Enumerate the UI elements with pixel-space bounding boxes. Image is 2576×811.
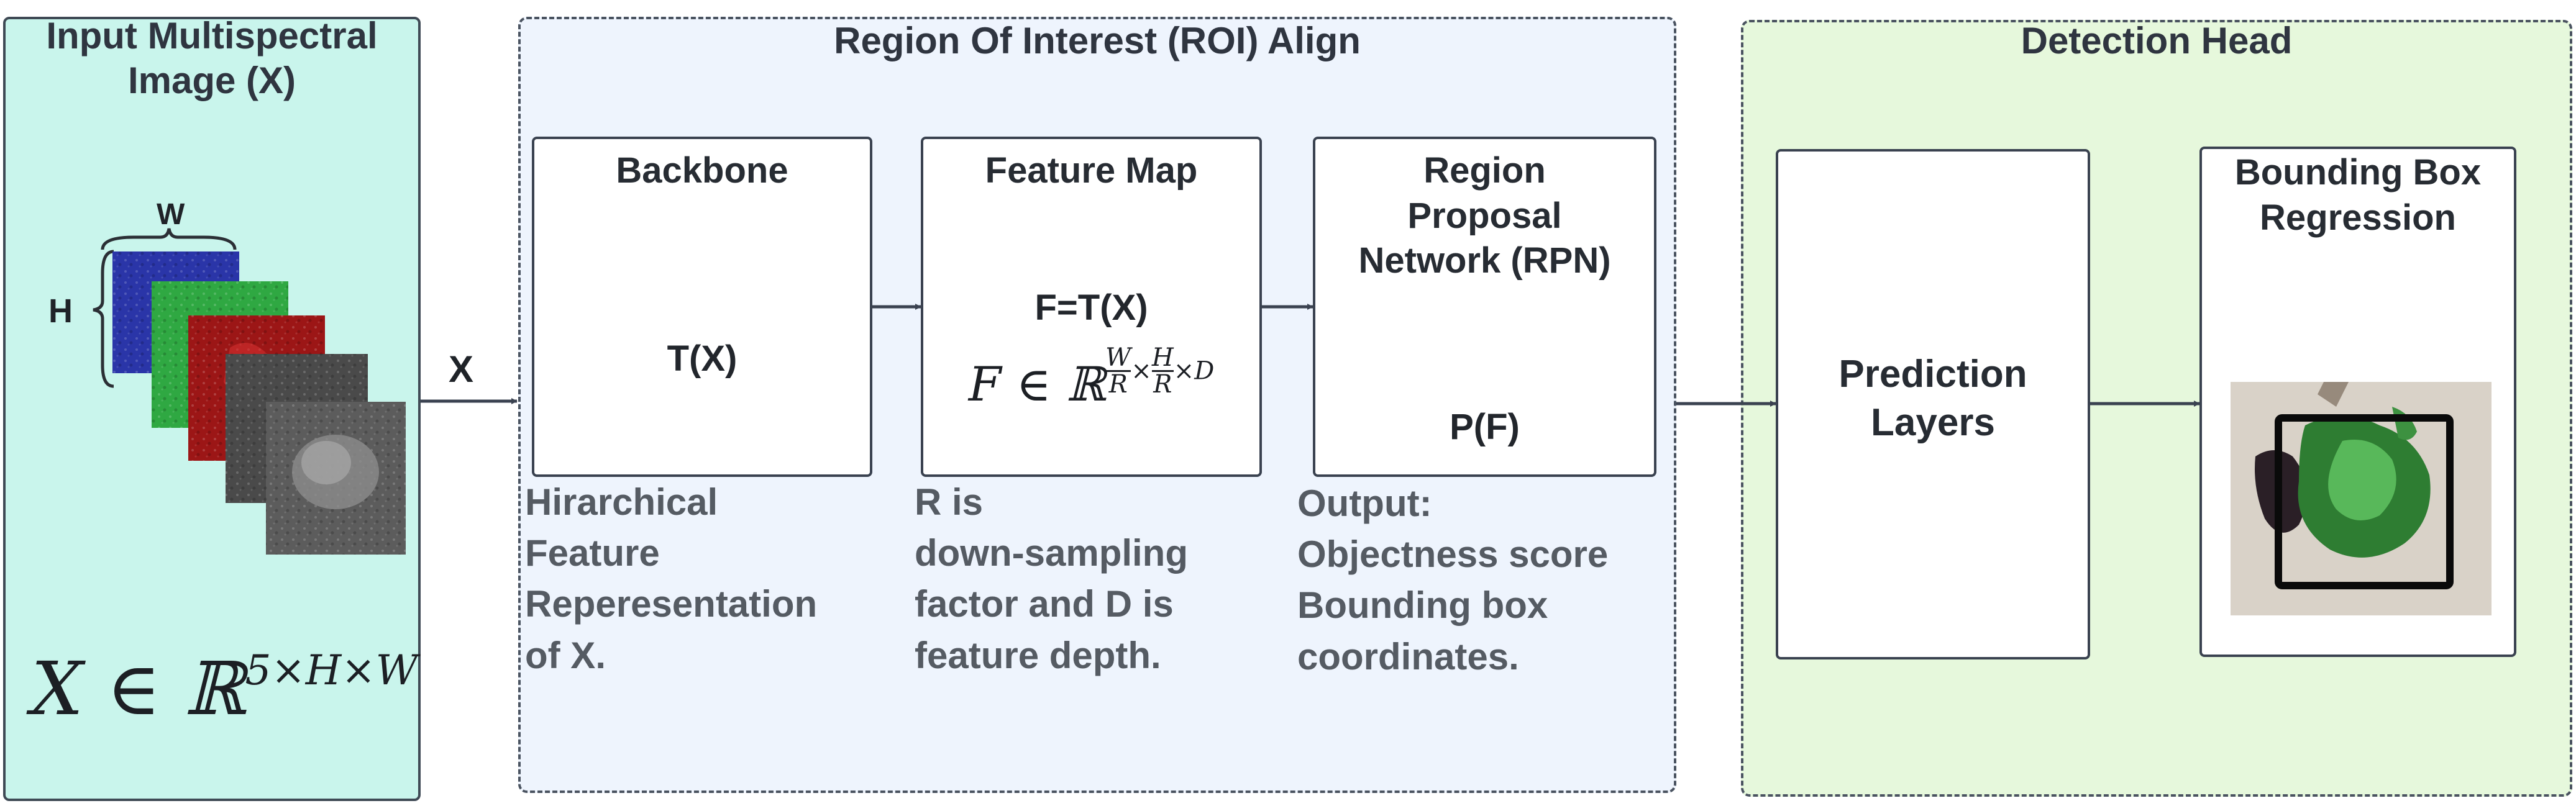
rpn-note-line: Output: [1297, 483, 1432, 524]
input-panel-title-line2: Image (X) [127, 60, 296, 101]
bbox-regression-title: Bounding Box Regression [2202, 150, 2514, 240]
rpn-box: Region Proposal Network (RPN) P(F) [1313, 137, 1656, 477]
backbone-note: Hirarchical Feature Reperesentation of X… [525, 477, 817, 681]
feature-map-note-line: R is [915, 481, 984, 523]
roi-panel-title: Region Of Interest (ROI) Align [834, 20, 1361, 61]
rpn-title-line: Region [1423, 150, 1546, 191]
rpn-title: Region Proposal Network (RPN) [1315, 148, 1654, 284]
feature-map-note: R is down-sampling factor and D is featu… [915, 477, 1188, 681]
input-formula-superscript: 5×H×W [245, 646, 418, 694]
width-label: W [157, 198, 185, 231]
rpn-note: Output: Objectness score Bounding box co… [1297, 478, 1608, 682]
detected-plant-image [2231, 382, 2492, 615]
bbox-regression-title-line: Bounding Box [2234, 152, 2482, 193]
input-formula-base: X ∈ ℝ [31, 646, 245, 732]
rpn-note-line: Bounding box [1297, 584, 1548, 627]
rpn-title-line: Proposal [1407, 195, 1562, 236]
backbone-note-line: Hirarchical [525, 481, 718, 523]
backbone-title: Backbone [616, 150, 788, 191]
rpn-equation: P(F) [1450, 407, 1520, 447]
feature-map-note-line: feature depth. [915, 634, 1161, 676]
backbone-box: Backbone T(X) [532, 137, 872, 477]
backbone-note-line: Feature [525, 532, 660, 574]
detection-panel-title: Detection Head [2021, 20, 2293, 61]
fraction-denominator: R [1153, 369, 1172, 399]
prediction-layers-box: Prediction Layers [1776, 149, 2090, 659]
fraction-numerator: H [1151, 343, 1174, 372]
prediction-layers-title-line: Prediction [1838, 353, 2027, 396]
times-symbol: × [1131, 356, 1152, 385]
feature-map-title: Feature Map [985, 150, 1198, 191]
feature-map-equation: F=T(X) [1035, 288, 1148, 328]
input-formula: X ∈ ℝ5×H×W [31, 646, 418, 732]
fraction-denominator: R [1108, 369, 1128, 399]
feature-map-note-line: factor and D is [915, 583, 1174, 625]
backbone-equation: T(X) [667, 338, 738, 379]
prediction-layers-title: Prediction Layers [1778, 350, 2088, 446]
feature-map-note-line: down-sampling [915, 532, 1188, 574]
input-panel-title-line1: Input Multispectral [46, 15, 378, 57]
height-label: H [48, 292, 73, 330]
rpn-note-line: coordinates. [1297, 635, 1519, 677]
times-depth: ×D [1173, 356, 1215, 385]
arrow-label-x: X [449, 348, 474, 390]
backbone-note-line: Reperesentation [525, 583, 818, 625]
bbox-regression-title-line: Regression [2260, 197, 2456, 238]
rpn-note-line: Objectness score [1297, 533, 1609, 576]
fraction-numerator: W [1105, 343, 1131, 372]
rpn-title-line: Network (RPN) [1358, 240, 1611, 281]
feature-map-formula-lhs: F ∈ ℝ [968, 356, 1106, 412]
prediction-layers-title-line: Layers [1871, 401, 1995, 444]
bbox-regression-box: Bounding Box Regression [2199, 147, 2516, 657]
input-panel-title: Input Multispectral Image (X) [3, 14, 421, 103]
backbone-note-line: of X. [525, 634, 606, 676]
